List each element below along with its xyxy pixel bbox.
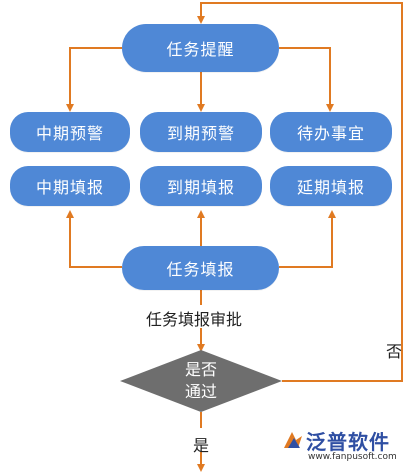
approval-label: 任务填报审批 xyxy=(146,310,243,329)
node-delay-report-label: 延期填报 xyxy=(296,178,365,197)
arrow-task-report-to-mid-report xyxy=(66,210,122,268)
brand-name: 泛普软件 xyxy=(306,430,390,454)
decision-text: 是否 通过 xyxy=(161,359,241,403)
arrow-reminder-to-mid-warning xyxy=(66,47,122,112)
decision-text-line1: 是否 xyxy=(184,360,217,379)
arrow-reminder-to-todo xyxy=(279,47,334,112)
node-delay-report: 延期填报 xyxy=(270,166,392,206)
node-mid-warning: 中期预警 xyxy=(10,112,130,152)
node-task-reminder-label: 任务提醒 xyxy=(166,40,235,59)
node-task-report-label: 任务填报 xyxy=(166,260,235,279)
brand-url: www.fanpusoft.com xyxy=(308,452,397,462)
node-mid-report-label: 中期填报 xyxy=(35,178,104,197)
node-task-report: 任务填报 xyxy=(122,246,279,290)
arrow-decision-no-loop xyxy=(197,2,403,382)
node-due-report-label: 到期填报 xyxy=(166,178,235,197)
no-label: 否 xyxy=(386,342,403,361)
node-task-reminder: 任务提醒 xyxy=(122,24,279,72)
node-due-report: 到期填报 xyxy=(140,166,262,206)
connector-lines xyxy=(66,2,403,472)
node-mid-warning-label: 中期预警 xyxy=(35,124,104,143)
decision-diamond xyxy=(120,350,282,412)
yes-label: 是 xyxy=(193,436,210,455)
node-due-warning: 到期预警 xyxy=(140,112,262,152)
decision-text-line2: 通过 xyxy=(184,382,217,401)
arrow-task-report-to-delay-report xyxy=(279,210,336,268)
node-mid-report: 中期填报 xyxy=(10,166,130,206)
node-due-warning-label: 到期预警 xyxy=(166,124,235,143)
node-todo-label: 待办事宜 xyxy=(296,124,365,143)
node-todo: 待办事宜 xyxy=(270,112,392,152)
brand-logo-block: 泛普软件 www.fanpusoft.com xyxy=(280,424,410,468)
brand-logo-icon xyxy=(284,432,302,448)
